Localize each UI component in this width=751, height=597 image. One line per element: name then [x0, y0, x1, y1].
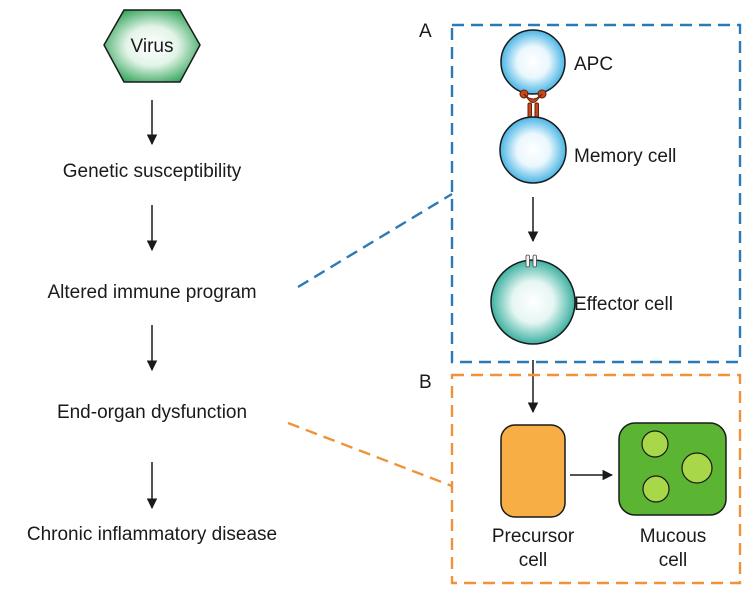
panel-a-letter: A: [419, 21, 432, 42]
panel-b-frame: [450, 373, 742, 585]
step-end-organ-dysfunction: End-organ dysfunction: [57, 402, 247, 423]
effector-receptor-icon: [525, 254, 530, 268]
precursor-label-line1: Precursor: [492, 526, 575, 547]
receptor-complex-icon: [519, 89, 547, 120]
mucous-label-line1: Mucous: [640, 526, 707, 547]
apc-cell: [500, 29, 566, 95]
step-altered-immune-program: Altered immune program: [47, 282, 256, 303]
effector-cell-label: Effector cell: [574, 294, 673, 315]
virus-node: Virus: [103, 9, 201, 83]
precursor-label-line2: cell: [519, 550, 548, 571]
mucous-granule-icon-2: [681, 452, 713, 484]
connector-endorgan-to-panel-b: [287, 421, 453, 488]
step-chronic-inflammatory-disease: Chronic inflammatory disease: [27, 524, 277, 545]
apc-cell-icon: [500, 29, 566, 95]
panel-b-letter: B: [419, 372, 432, 393]
memory-cell-label: Memory cell: [574, 146, 676, 167]
precursor-cell-icon: [500, 424, 566, 518]
effector-cell: [490, 254, 576, 345]
mucous-label-line2: cell: [659, 550, 688, 571]
virus-label: Virus: [131, 36, 174, 57]
memory-cell-icon: [499, 116, 567, 184]
effector-cell-icon: [490, 259, 576, 345]
effector-receptor-icon-2: [532, 254, 537, 268]
panel-a-frame: [450, 23, 742, 364]
step-genetic-susceptibility: Genetic susceptibility: [63, 161, 242, 182]
mucous-cell: [618, 422, 727, 516]
mucous-granule-icon-3: [642, 475, 670, 503]
apc-label: APC: [574, 54, 613, 75]
memory-cell: [499, 116, 567, 184]
mucous-granule-icon: [641, 430, 669, 458]
connector-altered-to-panel-a: [297, 192, 453, 289]
virus-hexagon-icon: [103, 9, 201, 83]
